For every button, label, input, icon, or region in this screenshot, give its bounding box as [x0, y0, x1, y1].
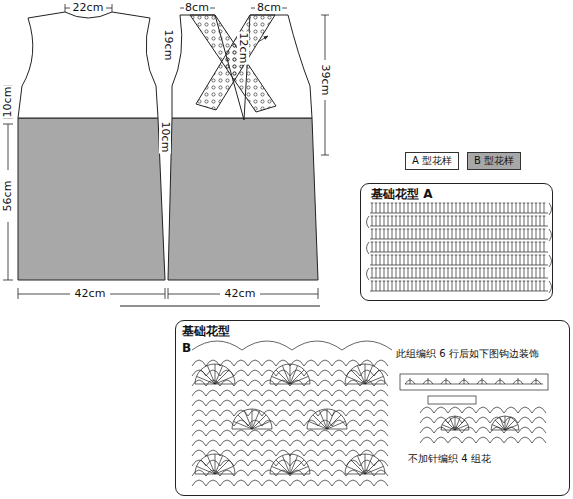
- stitch-chart-b: [192, 341, 548, 486]
- back-piece: [18, 12, 165, 280]
- dimension-label: 56cm: [2, 180, 14, 213]
- panel-note: 此组编织 6 行后如下图钩边装饰: [396, 348, 539, 360]
- dimension-label: 10cm: [2, 86, 14, 119]
- dimension-label: 10cm: [159, 121, 171, 154]
- dimension-label: 42cm: [224, 288, 257, 300]
- panel-note: B: [182, 341, 191, 355]
- dimension-lines: [3, 4, 329, 306]
- stitch-panel: 基础花型 A: [360, 183, 553, 301]
- legend-text: B 型花样: [474, 155, 514, 166]
- dimension-label: 19cm: [162, 29, 174, 62]
- panel-title: 基础花型 A: [371, 187, 432, 201]
- dimension-label: 39cm: [319, 64, 331, 97]
- legend-text: A 型花样: [412, 155, 452, 166]
- legend-swatch: A 型花样: [405, 152, 459, 170]
- legend: A 型花样 B 型花样: [405, 152, 521, 170]
- dimension-label: 22cm: [72, 2, 105, 14]
- dimension-label: 8cm: [256, 2, 282, 14]
- panel-title: 基础花型: [182, 324, 230, 338]
- front-piece: [168, 15, 318, 280]
- legend-swatch: B 型花样: [467, 152, 521, 170]
- stitch-panel: 基础花型 B 此组编织 6 行后如下图钩边装饰不加针编织 4 组花: [175, 320, 570, 496]
- dimension-label: 8cm: [184, 2, 210, 14]
- panel-note: 不加针编织 4 组花: [408, 453, 491, 465]
- stitch-chart-a: [367, 203, 552, 293]
- dimension-label: 12cm: [237, 32, 249, 65]
- dimension-label: 42cm: [74, 288, 107, 300]
